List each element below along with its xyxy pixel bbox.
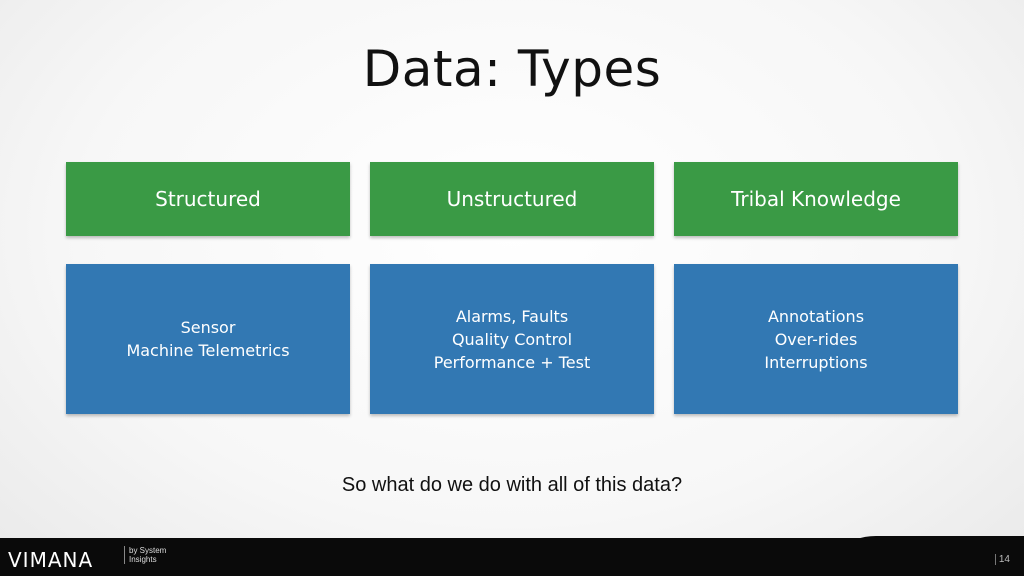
header-tribal-knowledge: Tribal Knowledge bbox=[674, 162, 958, 236]
list-item: Interruptions bbox=[764, 352, 868, 372]
list-item: Machine Telemetrics bbox=[126, 341, 290, 360]
header-unstructured: Unstructured bbox=[370, 162, 654, 236]
box-unstructured-items: Alarms, Faults Quality Control Performan… bbox=[370, 264, 654, 414]
list-item: Performance + Test bbox=[433, 352, 591, 372]
list-item: Sensor bbox=[180, 318, 236, 337]
list-item: Alarms, Faults bbox=[455, 306, 569, 326]
list-item: Over-rides bbox=[774, 329, 858, 349]
vimana-logo: VIMANA bbox=[8, 548, 94, 572]
footer-bar: VIMANA by System Insights 14 bbox=[0, 538, 1024, 576]
header-structured: Structured bbox=[66, 162, 350, 236]
box-tribal-knowledge-items: Annotations Over-rides Interruptions bbox=[674, 264, 958, 414]
list-item: Quality Control bbox=[451, 329, 573, 349]
logo-tagline: by System Insights bbox=[124, 546, 173, 564]
box-structured-items: Sensor Machine Telemetrics bbox=[66, 264, 350, 414]
closing-question: So what do we do with all of this data? bbox=[341, 474, 683, 496]
list-item: Annotations bbox=[767, 306, 865, 326]
slide-title: Data: Types bbox=[362, 40, 662, 98]
page-number: 14 bbox=[994, 554, 1010, 565]
